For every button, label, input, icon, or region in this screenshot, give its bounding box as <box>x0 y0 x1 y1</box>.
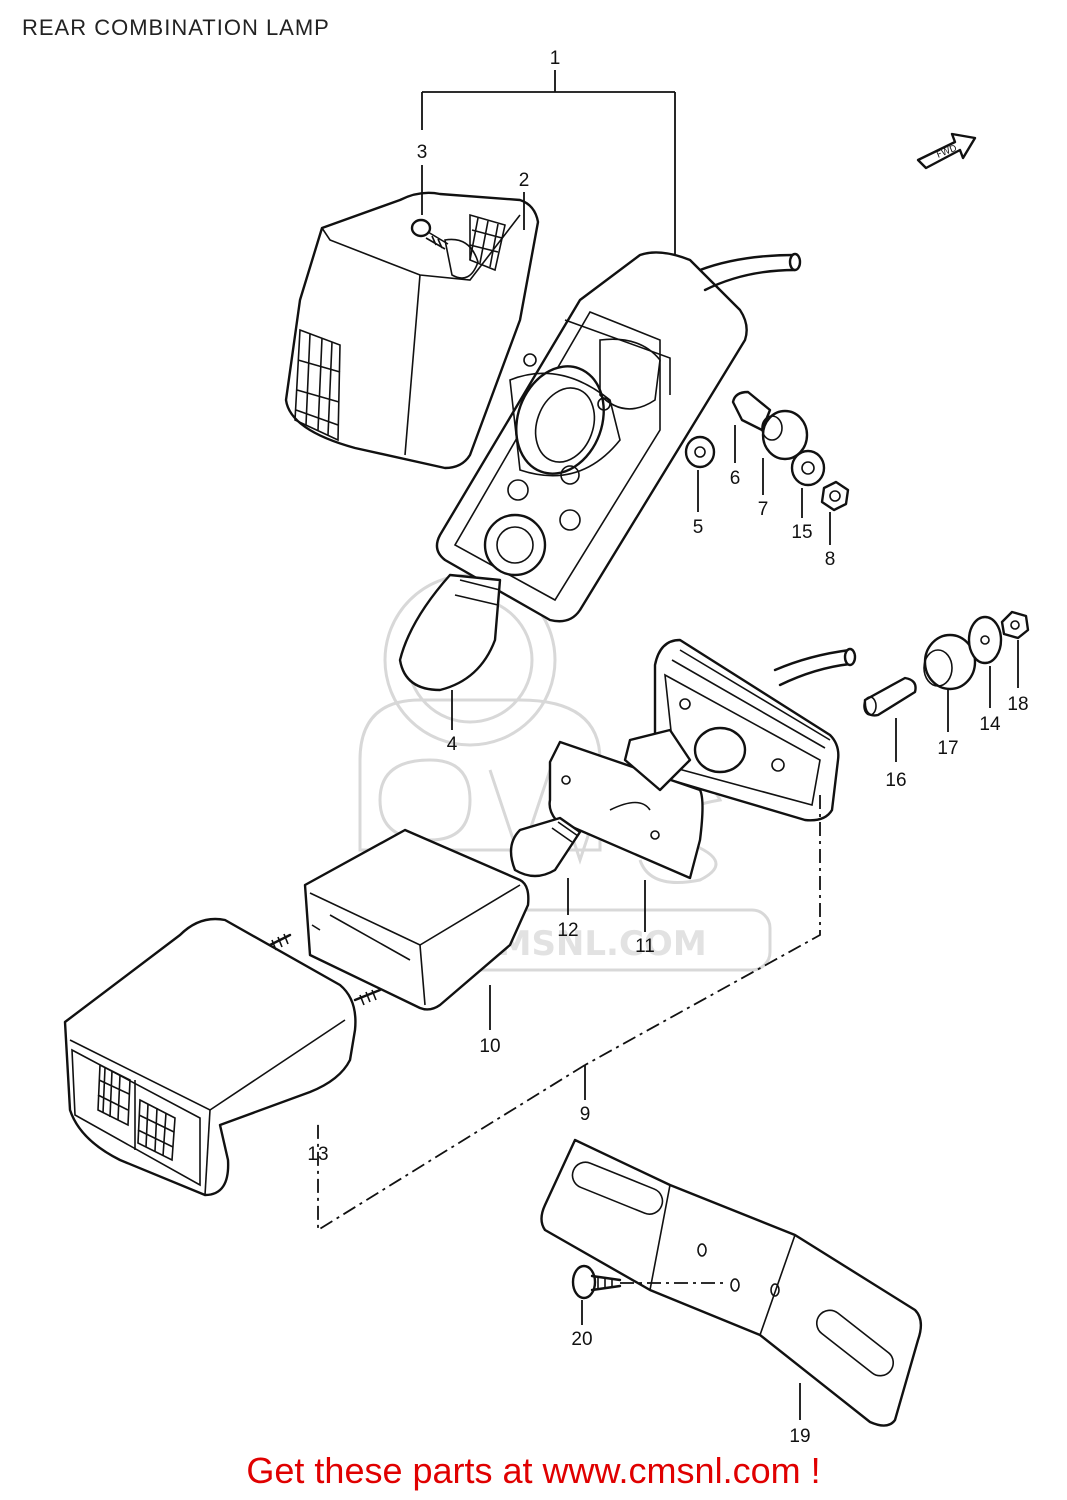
part-18-nut <box>1000 610 1030 640</box>
part-3-screw <box>410 218 449 250</box>
part-label-9: 9 <box>580 1104 591 1125</box>
part-labels: 1 2 3 4 5 6 7 8 9 10 11 12 13 14 15 16 1… <box>307 48 1028 1447</box>
part-label-14: 14 <box>979 714 1001 735</box>
part-label-16: 16 <box>885 770 906 791</box>
part-13-lens <box>63 917 382 1197</box>
part-20-screw <box>571 1264 622 1300</box>
part-label-3: 3 <box>417 142 428 163</box>
part-label-13: 13 <box>307 1144 328 1165</box>
part-7-grommet <box>761 409 809 461</box>
part-label-8: 8 <box>825 549 836 570</box>
diagram-title: REAR COMBINATION LAMP <box>22 15 330 40</box>
part-label-4: 4 <box>447 734 458 755</box>
part-label-20: 20 <box>571 1329 592 1350</box>
part-label-19: 19 <box>789 1426 810 1447</box>
part-14-washer <box>967 615 1003 665</box>
part-label-18: 18 <box>1007 694 1028 715</box>
part-label-17: 17 <box>937 738 958 759</box>
forward-arrow-icon: FWD <box>916 132 977 170</box>
parts-link-banner[interactable]: Get these parts at www.cmsnl.com ! <box>246 1450 821 1491</box>
part-label-11: 11 <box>635 936 655 957</box>
part-label-1: 1 <box>550 48 561 69</box>
part-15-washer <box>790 449 826 487</box>
part-19-bracket <box>540 1138 923 1427</box>
part-label-6: 6 <box>730 468 741 489</box>
part-11-socket-plate <box>548 728 704 880</box>
part-label-12: 12 <box>557 920 578 941</box>
part-label-15: 15 <box>791 522 812 543</box>
part-2-lens <box>284 191 540 470</box>
part-label-10: 10 <box>479 1036 500 1057</box>
part-1-lamp-housing <box>435 251 802 623</box>
part-label-2: 2 <box>519 170 530 191</box>
part-label-5: 5 <box>693 517 704 538</box>
part-8-nut <box>820 480 850 512</box>
part-label-7: 7 <box>758 499 769 520</box>
part-12-bulb <box>509 816 582 878</box>
leader-lines <box>317 70 1019 1420</box>
part-17-grommet <box>923 633 977 691</box>
part-16-collar <box>863 676 917 717</box>
part-10-lens <box>303 828 530 1011</box>
part-5-washer <box>684 435 716 469</box>
part-4-bulb <box>398 573 502 692</box>
